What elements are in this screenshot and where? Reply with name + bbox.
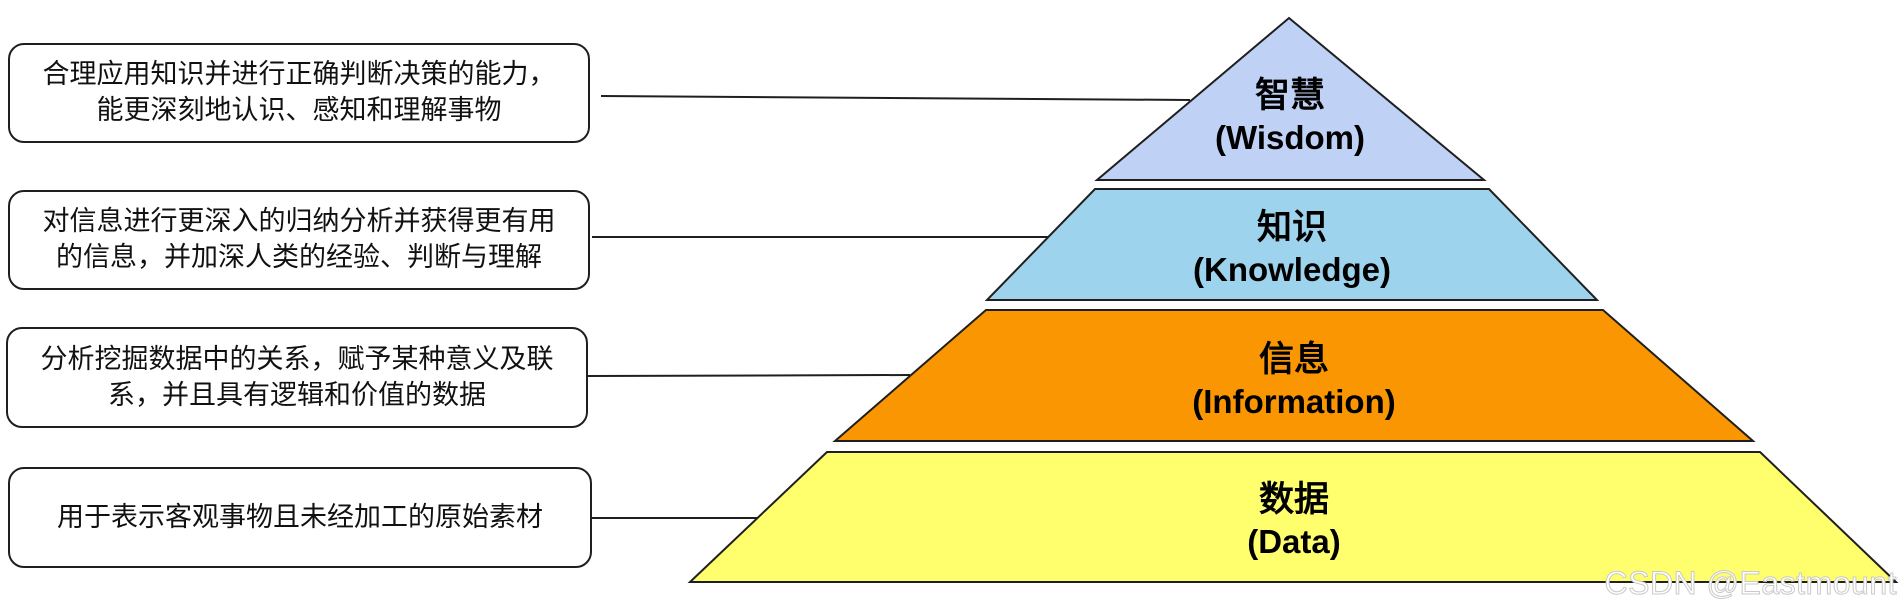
level-zh-information: 信息 [1258,340,1329,380]
level-en-wisdom: (Wisdom) [1214,119,1365,156]
connector-wisdom [600,95,1191,101]
level-zh-knowledge: 知识 [1256,208,1327,248]
description-knowledge: 对信息进行更深入的归纳分析并获得更有用的信息，并加深人类的经验、判断与理解 [8,190,590,290]
level-en-data: (Data) [1247,523,1341,560]
description-knowledge-text: 对信息进行更深入的归纳分析并获得更有用的信息，并加深人类的经验、判断与理解 [42,206,556,273]
level-label-data: 数据 (Data) [1064,479,1524,563]
description-wisdom-text: 合理应用知识并进行正确判断决策的能力，能更深刻地认识、感知和理解事物 [42,59,556,126]
watermark-text: CSDN @Eastmount [1604,565,1897,602]
connector-information [587,374,911,377]
pyramid-tier-wisdom [1094,16,1487,181]
level-zh-data: 数据 [1258,480,1329,520]
description-data-text: 用于表示客观事物且未经加工的原始素材 [57,501,543,533]
level-label-information: 信息 (Information) [1064,339,1524,423]
level-en-information: (Information) [1192,383,1396,420]
description-wisdom: 合理应用知识并进行正确判断决策的能力，能更深刻地认识、感知和理解事物 [8,43,590,143]
level-zh-wisdom: 智慧 [1254,76,1325,116]
level-label-wisdom: 智慧 (Wisdom) [1060,75,1520,159]
level-en-knowledge: (Knowledge) [1193,251,1391,288]
description-data: 用于表示客观事物且未经加工的原始素材 [8,467,592,568]
description-information-text: 分析挖掘数据中的关系，赋予某种意义及联系，并且具有逻辑和价值的数据 [40,343,554,411]
description-information: 分析挖掘数据中的关系，赋予某种意义及联系，并且具有逻辑和价值的数据 [6,327,588,428]
level-label-knowledge: 知识 (Knowledge) [1062,207,1522,291]
pyramid-tier-data [687,451,1899,583]
pyramid-tier-knowledge [984,188,1600,301]
pyramid-tier-information [832,309,1756,442]
